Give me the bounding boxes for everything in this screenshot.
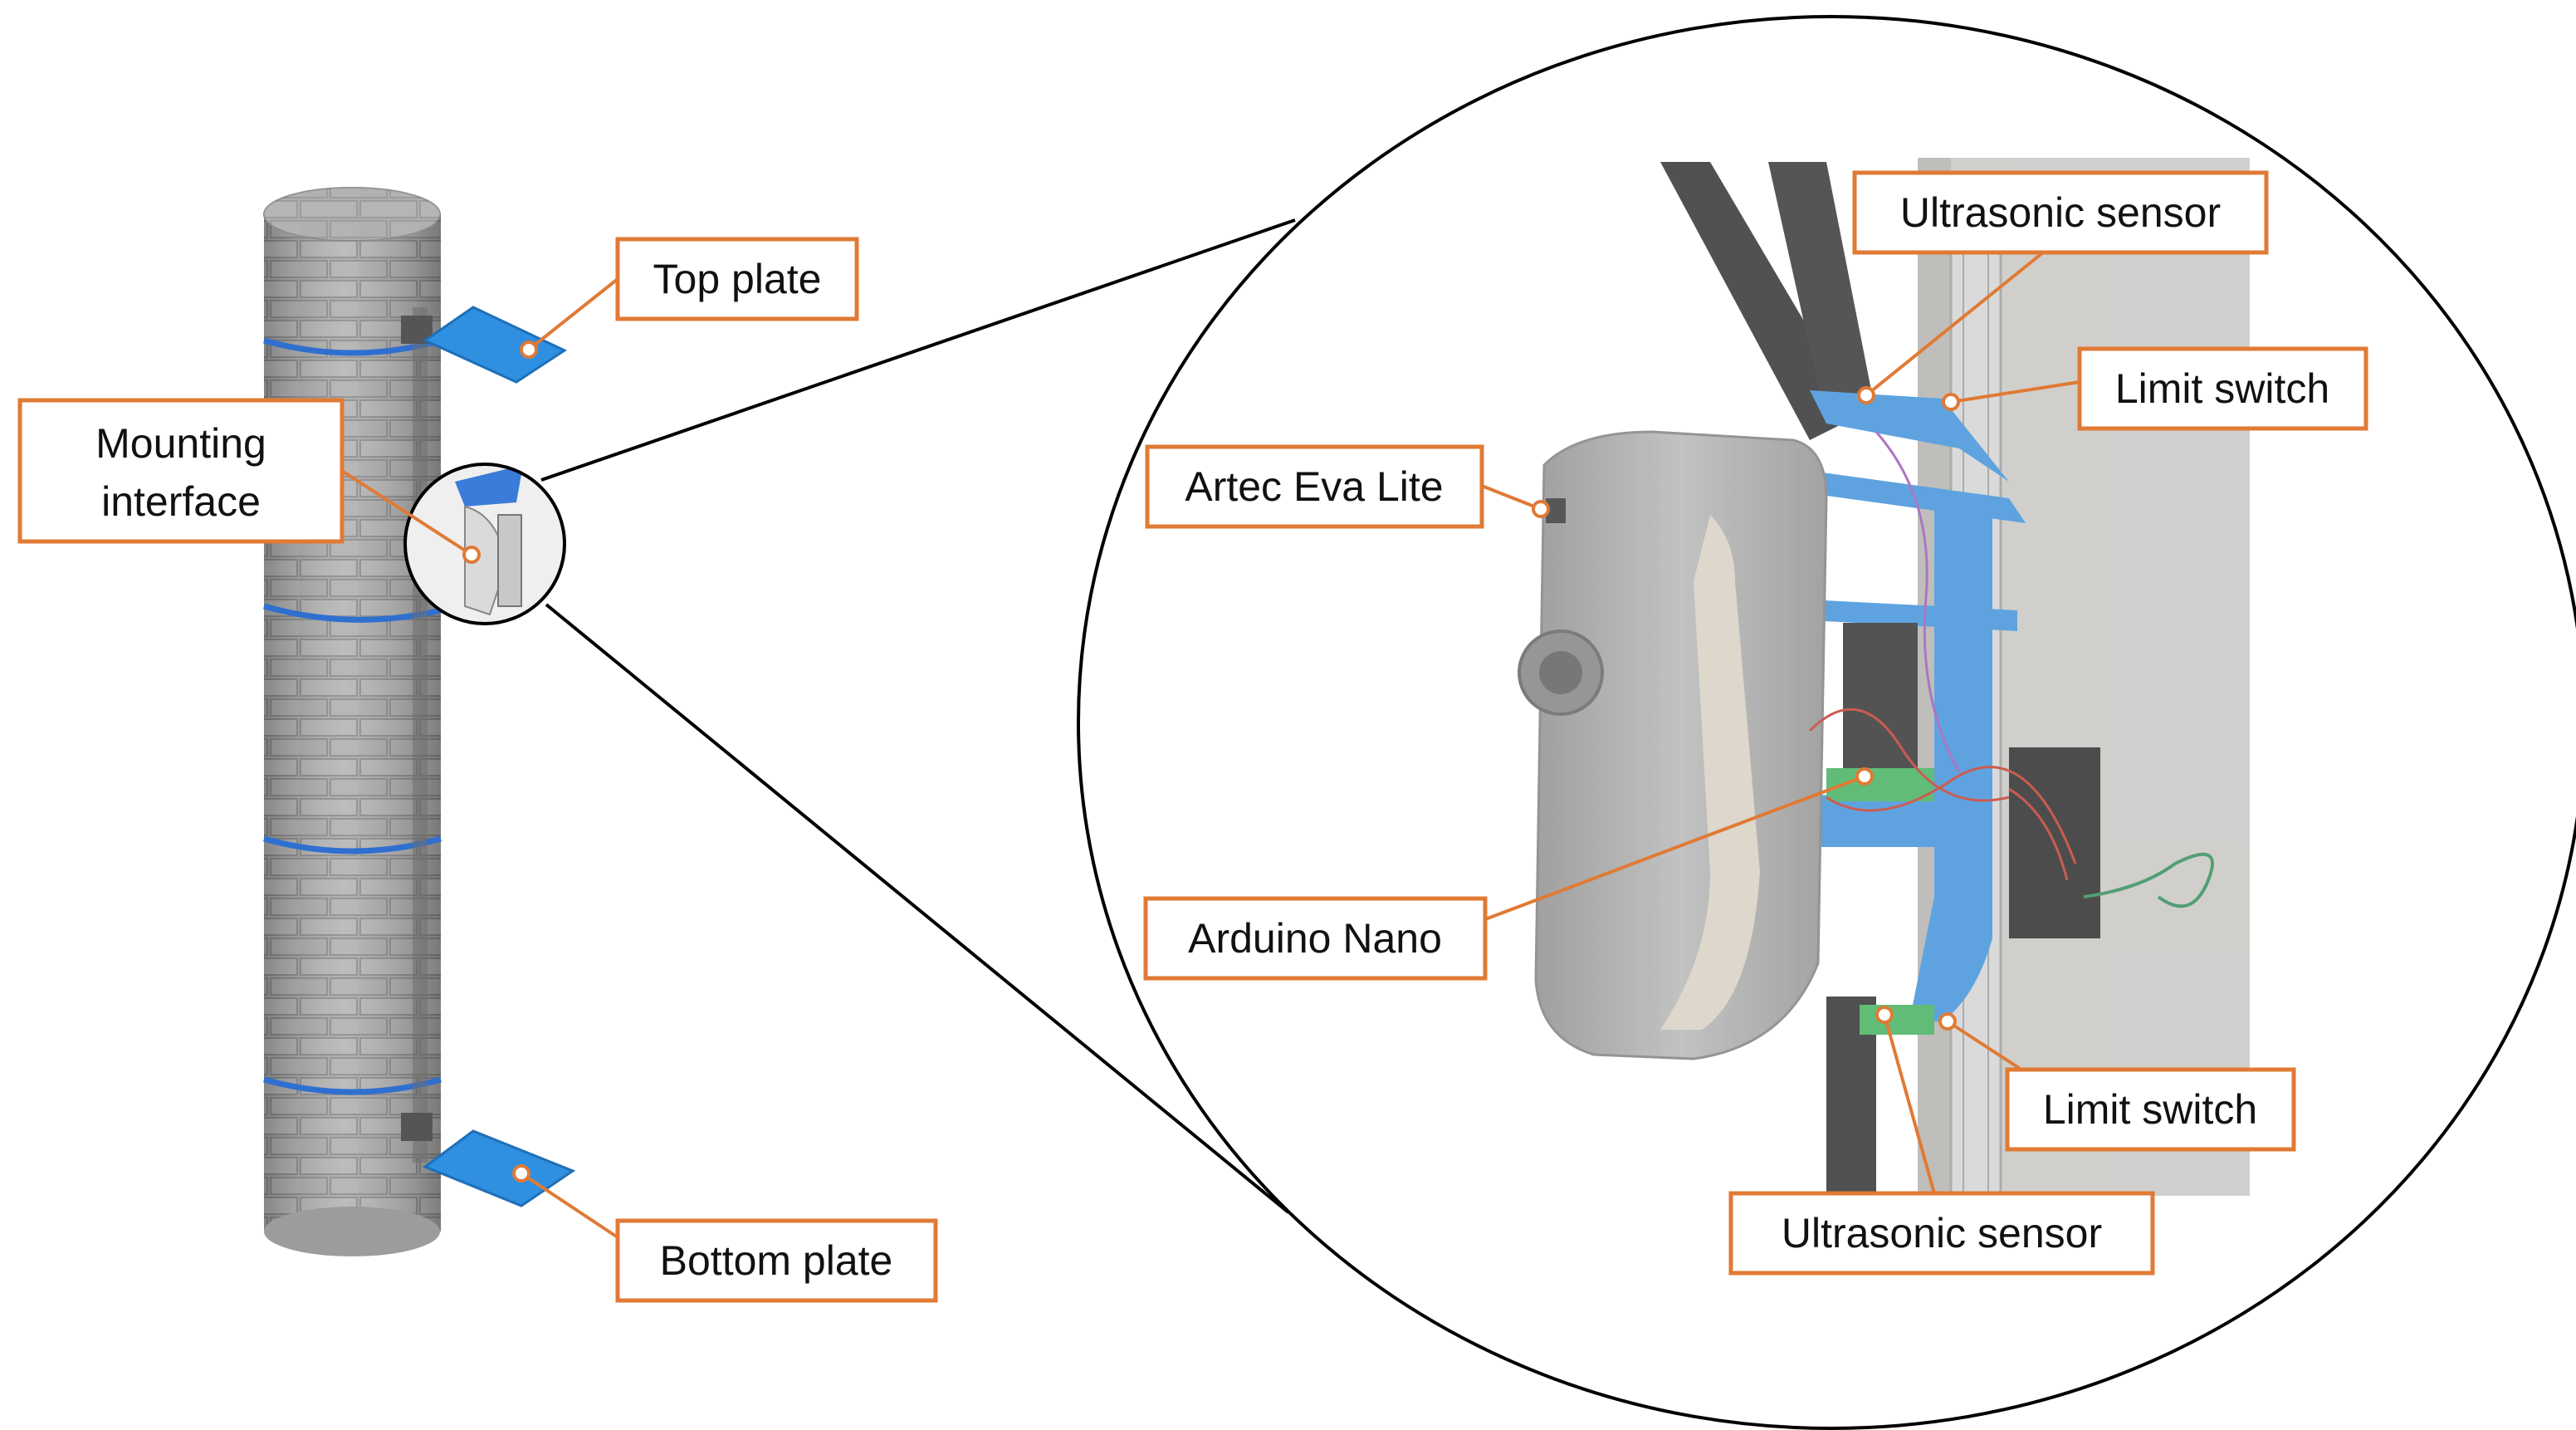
top-plate-shape <box>422 306 568 384</box>
detail-magnifier <box>1077 15 2576 1430</box>
zoom-line-top <box>540 218 1296 482</box>
detail-photo <box>1518 158 2250 1197</box>
top-plate-label: Top plate <box>653 256 822 302</box>
bottom-plate-shape <box>422 1129 576 1207</box>
ultrasonic-sensor-bottom-label: Ultrasonic sensor <box>1782 1210 2102 1256</box>
bottom-plate-callout: Bottom plate <box>615 1218 938 1303</box>
leader-dots <box>462 340 1960 1183</box>
top-plate-callout: Top plate <box>615 237 859 321</box>
limit-switch-top-label: Limit switch <box>2115 365 2329 412</box>
bottom-plate-label: Bottom plate <box>660 1237 893 1284</box>
limit-switch-bottom-label: Limit switch <box>2043 1086 2257 1133</box>
pole-assembly <box>263 187 576 1256</box>
artec-eva-lite-label: Artec Eva Lite <box>1185 463 1443 510</box>
pole <box>263 187 441 1256</box>
zoom-line-bottom <box>545 603 1290 1214</box>
mounting-interface-callout: Mounting interface <box>17 398 345 544</box>
arduino-nano-callout: Arduino Nano <box>1143 896 1488 981</box>
ultrasonic-sensor-top-label: Ultrasonic sensor <box>1900 189 2221 236</box>
detail-view <box>1518 158 2250 1197</box>
limit-switch-top-callout: Limit switch <box>2077 346 2368 431</box>
ultrasonic-sensor-bottom-callout: Ultrasonic sensor <box>1728 1191 2155 1276</box>
mounting-interface-label-line2: interface <box>101 478 261 525</box>
mount-magnifier <box>403 463 566 625</box>
small-mount-inset <box>405 464 565 624</box>
limit-switch-bottom-callout: Limit switch <box>2005 1067 2296 1152</box>
mounting-interface-label-line1: Mounting <box>95 420 266 467</box>
arduino-nano-label: Arduino Nano <box>1188 915 1442 962</box>
artec-eva-lite-callout: Artec Eva Lite <box>1145 444 1484 529</box>
leader-lines <box>340 247 2080 1239</box>
ultrasonic-sensor-top-callout: Ultrasonic sensor <box>1852 170 2269 255</box>
